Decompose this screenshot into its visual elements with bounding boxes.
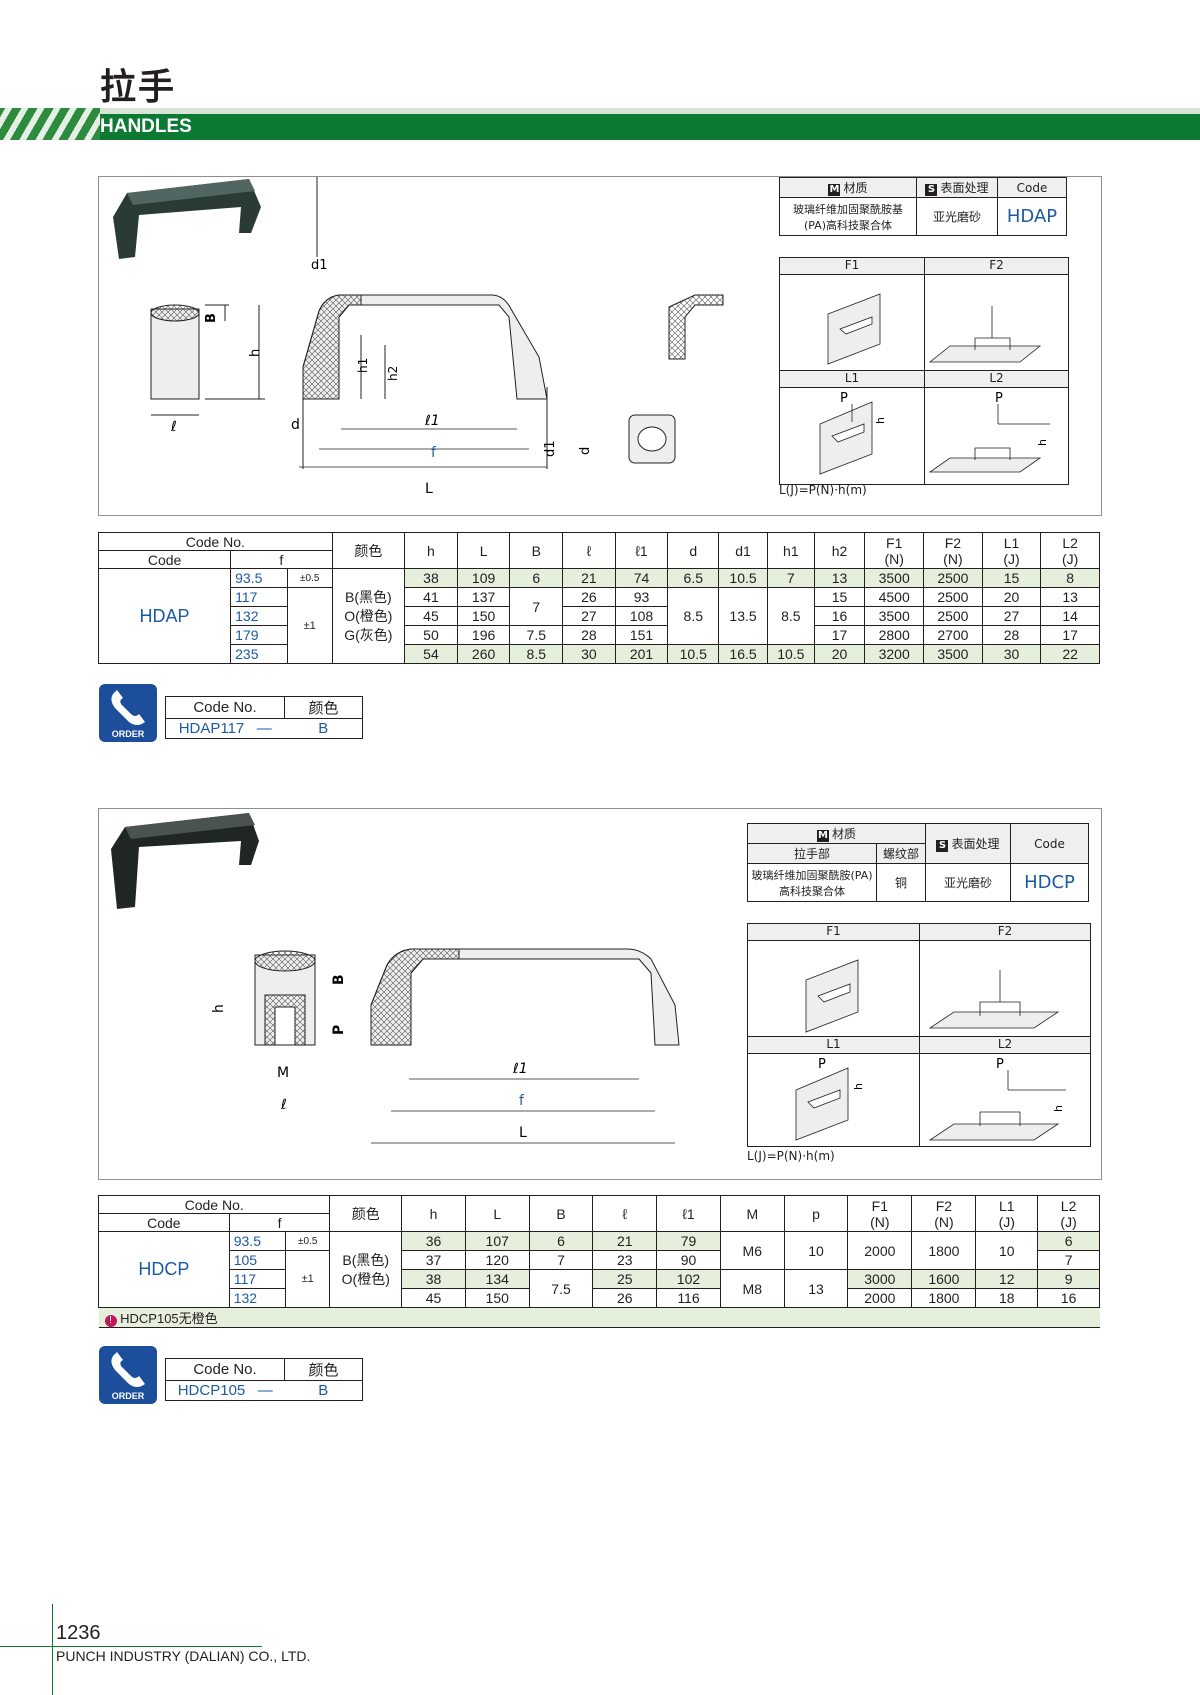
svg-text:ℓ: ℓ xyxy=(280,1097,287,1113)
svg-text:M: M xyxy=(277,1065,289,1081)
svg-text:h: h xyxy=(1036,439,1049,446)
side-view xyxy=(254,950,316,1046)
footer-rule-v xyxy=(52,1604,53,1695)
dim-l: ℓ xyxy=(170,419,177,435)
hdap-drawing: B h ℓ d d1 h1 h2 ℓ1 f L d1 d xyxy=(113,177,724,497)
material-m-icon: M xyxy=(828,184,841,196)
svg-text:P: P xyxy=(840,391,848,406)
order-icon: ORDER xyxy=(99,684,157,742)
dim-h: h xyxy=(248,349,263,357)
svg-text:B: B xyxy=(331,974,347,985)
surface-value: 亚光磨砂 xyxy=(916,197,998,236)
hdap-load-grid: F1 F2 L1 L2 P P h h xyxy=(779,257,1069,485)
front-view xyxy=(299,177,548,469)
header-stripes xyxy=(0,108,100,140)
hdcp-load-grid: F1 F2 L1 L2 P P h h xyxy=(747,923,1091,1147)
page-number: 1236 xyxy=(56,1622,101,1644)
table-note-row: ! HDCP105无橙色 xyxy=(98,1307,1100,1328)
company-name: PUNCH INDUSTRY (DALIAN) CO., LTD. xyxy=(56,1648,311,1664)
svg-text:f: f xyxy=(519,1093,525,1109)
svg-text:P: P xyxy=(995,391,1003,406)
dim-d1-end: d1 xyxy=(543,440,558,457)
svg-text:L: L xyxy=(519,1125,527,1141)
side-view xyxy=(150,304,265,416)
svg-text:P: P xyxy=(331,1025,347,1035)
hdap-order-example: Code No. 颜色 HDAP117 — B xyxy=(165,696,363,739)
footer-rule-h xyxy=(0,1646,262,1647)
dim-d1: d1 xyxy=(311,258,328,273)
svg-text:h: h xyxy=(211,1004,227,1013)
end-view xyxy=(628,294,724,464)
dim-L: L xyxy=(425,481,433,497)
svg-text:ℓ1: ℓ1 xyxy=(512,1061,528,1077)
hdap-diagram-panel: B h ℓ d d1 h1 h2 ℓ1 f L d1 d xyxy=(98,176,1102,516)
hdcp-dimension-table: Code No. 颜色 h L B ℓ ℓ1 M p F1 (N) F2 (N)… xyxy=(97,1195,1100,1328)
dim-h1: h1 xyxy=(356,358,370,373)
dim-f: f xyxy=(431,445,437,461)
handle-photo-icon xyxy=(113,179,261,259)
page-title: 拉手 xyxy=(100,67,177,108)
load-diagrams: P P h h xyxy=(819,293,1050,475)
spec-code: HDAP xyxy=(997,197,1067,236)
svg-text:P: P xyxy=(818,1057,826,1072)
svg-text:h: h xyxy=(852,1083,865,1090)
hdcp-order-example: Code No. 颜色 HDCP105 — B xyxy=(165,1358,363,1401)
header-band xyxy=(98,114,1200,140)
dim-h2: h2 xyxy=(386,366,400,381)
svg-text:P: P xyxy=(996,1057,1004,1072)
handle-photo-icon xyxy=(111,813,259,909)
material-value: 玻璃纤维加固聚酰胺基(PA)高科技聚合体 xyxy=(779,197,917,236)
header-band-light xyxy=(0,108,1200,114)
svg-text:h: h xyxy=(1052,1105,1065,1112)
order-icon: ORDER xyxy=(99,1346,157,1404)
hdap-dimension-table: Code No. 颜色 h L B ℓ ℓ1 d d1 h1 h2 F1 (N)… xyxy=(97,532,1100,664)
dim-l1: ℓ1 xyxy=(424,413,440,429)
table-note: HDCP105无橙色 xyxy=(120,1311,218,1326)
load-formula: L(J)=P(N)·h(m) xyxy=(779,483,867,497)
hdcp-drawing: h B P M ℓ ℓ1 f L xyxy=(111,813,680,1144)
front-view xyxy=(370,948,680,1144)
dim-d: d xyxy=(291,417,300,433)
dim-B: B xyxy=(204,313,219,323)
surface-s-icon: S xyxy=(925,184,938,196)
warning-icon: ! xyxy=(104,1315,117,1327)
dim-d-end: d xyxy=(578,447,593,455)
page-subtitle: HANDLES xyxy=(100,116,192,137)
svg-text:h: h xyxy=(874,417,887,424)
